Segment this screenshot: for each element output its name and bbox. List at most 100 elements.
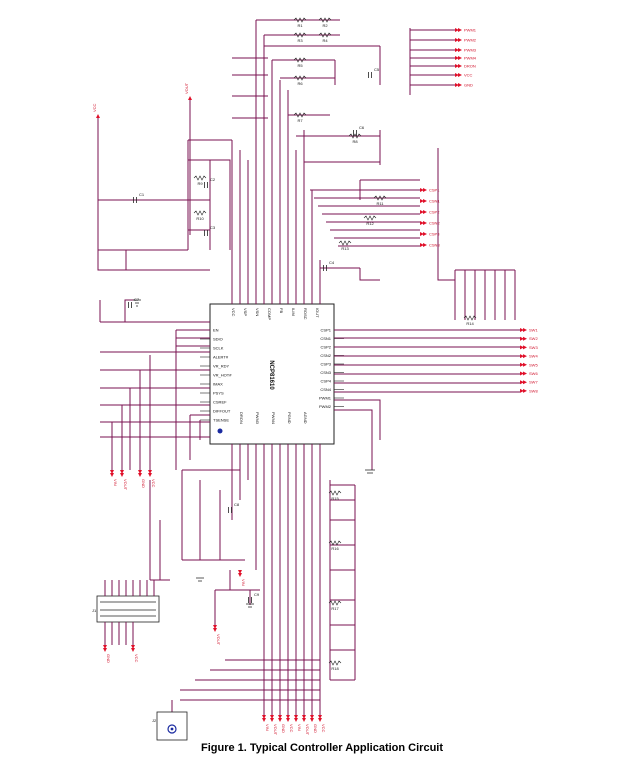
resistor: R3 [293, 32, 307, 43]
ic-pin-label: CSN2 [320, 353, 331, 358]
net-label: PWM2 [464, 38, 477, 43]
ic-pin-label: CSN1 [320, 336, 331, 341]
net-flag: VOUT [213, 625, 221, 646]
resistor-label: R11 [376, 201, 384, 206]
capacitor-label: C7 [134, 297, 140, 302]
net-label: SW4 [529, 354, 538, 359]
net-label: CSN2 [429, 221, 440, 226]
capacitor: C8 [228, 502, 240, 513]
capacitor-label: C9 [254, 592, 260, 597]
net-flag: GND [278, 715, 286, 733]
net-label: GND [281, 724, 286, 733]
capacitor: C7 [128, 297, 140, 308]
net-flag: VIN [262, 715, 270, 731]
net-flag: CSP1 [420, 188, 440, 193]
net-flag: GND [103, 645, 111, 663]
resistor: R16 [328, 540, 342, 551]
net-label: SW5 [529, 362, 538, 367]
ic-pin-label: CSP1 [321, 328, 332, 333]
ic-pin-label: DRON [239, 412, 244, 424]
net-label: VCC [464, 73, 473, 78]
net-label: GND [464, 83, 473, 88]
resistor-label: R7 [297, 118, 303, 123]
net-flag: SW3 [520, 345, 538, 350]
resistor: R17 [328, 600, 342, 611]
net-label: VOUT [305, 724, 310, 736]
resistor-label: R14 [466, 321, 474, 326]
net-label: GND [313, 724, 318, 733]
net-label: GND [106, 654, 111, 663]
resistor-label: R18 [331, 666, 339, 671]
resistor: R14 [463, 315, 477, 326]
capacitor: C1 [133, 192, 145, 203]
ic-pin-label: COMP [267, 308, 272, 320]
resistor-label: R15 [331, 496, 339, 501]
net-flag: CSN1 [420, 199, 440, 204]
net-label: VCC [92, 103, 97, 112]
net-label: SW2 [529, 336, 538, 341]
connector-label: J1 [92, 608, 97, 613]
net-flag: VCC [92, 103, 100, 118]
capacitor-label: C2 [210, 177, 216, 182]
net-label: VIN [297, 724, 302, 731]
ic-part-number: NCP81610 [268, 360, 274, 390]
net-flag: SW7 [520, 380, 538, 385]
resistor: R6 [293, 75, 307, 86]
net-label: CSN3 [429, 243, 440, 248]
resistor-label: R6 [297, 81, 303, 86]
pin1-marker [217, 428, 223, 434]
capacitor: C6 [353, 125, 365, 136]
net-flag: SW5 [520, 362, 538, 367]
net-label: PWM3 [464, 48, 477, 53]
net-flag: VCC [148, 470, 156, 488]
resistor-label: R9 [197, 181, 203, 186]
net-flag: VOUT [120, 470, 128, 491]
controller-ic: NCP81610 ENSDIOSCLKALERT#VR_RDYVR_HOT#IM… [200, 303, 344, 445]
net-label: VIN [113, 479, 118, 486]
ic-pin-label: AGND [303, 412, 308, 424]
ic-pin-label: PGND [287, 412, 292, 424]
connector-j2 [156, 711, 188, 741]
net-label: CSP3 [429, 232, 440, 237]
connector-label: J2 [152, 718, 157, 723]
net-flag: SW4 [520, 354, 538, 359]
ic-pin-label: IMAX [213, 382, 223, 387]
capacitor: C4 [323, 260, 335, 271]
ic-pin-label: PWM2 [319, 404, 332, 409]
resistor-label: R16 [331, 546, 339, 551]
net-label: VCC [134, 654, 139, 663]
net-flag: SW8 [520, 388, 538, 393]
ic-pin-label: CSN4 [320, 387, 331, 392]
ic-pin-label: EN [213, 328, 219, 333]
net-label: PWM1 [464, 28, 477, 33]
net-label: CSN1 [429, 199, 440, 204]
resistor: R8 [348, 133, 362, 144]
net-label: VOUT [273, 724, 278, 736]
net-label: SW8 [529, 388, 538, 393]
ic-pin-label: DIFFOUT [213, 409, 231, 414]
capacitor: C3 [204, 225, 216, 236]
resistor: R1 [293, 17, 307, 28]
ic-pin-label: FB [279, 308, 284, 313]
net-flag: VOUT [270, 715, 278, 736]
net-label: VOUT [216, 634, 221, 646]
ic-pin-label: PSYS [213, 391, 224, 396]
net-label: SW7 [529, 380, 538, 385]
net-flag: VCC [286, 715, 294, 733]
resistor-label: R8 [352, 139, 358, 144]
resistor: R15 [328, 490, 342, 501]
ic-pin-label: SDIO [213, 337, 223, 342]
ic-pin-label: ILIM [291, 308, 296, 316]
capacitor: C5 [368, 67, 380, 78]
net-flag: VCC [131, 645, 139, 663]
resistor: R18 [328, 660, 342, 671]
net-label: VIN [241, 579, 246, 586]
net-label: GND [141, 479, 146, 488]
net-flag: CSN3 [420, 243, 440, 248]
net-label: CSP1 [429, 188, 440, 193]
net-flag: DRON [455, 64, 476, 69]
resistor-label: R10 [196, 216, 204, 221]
